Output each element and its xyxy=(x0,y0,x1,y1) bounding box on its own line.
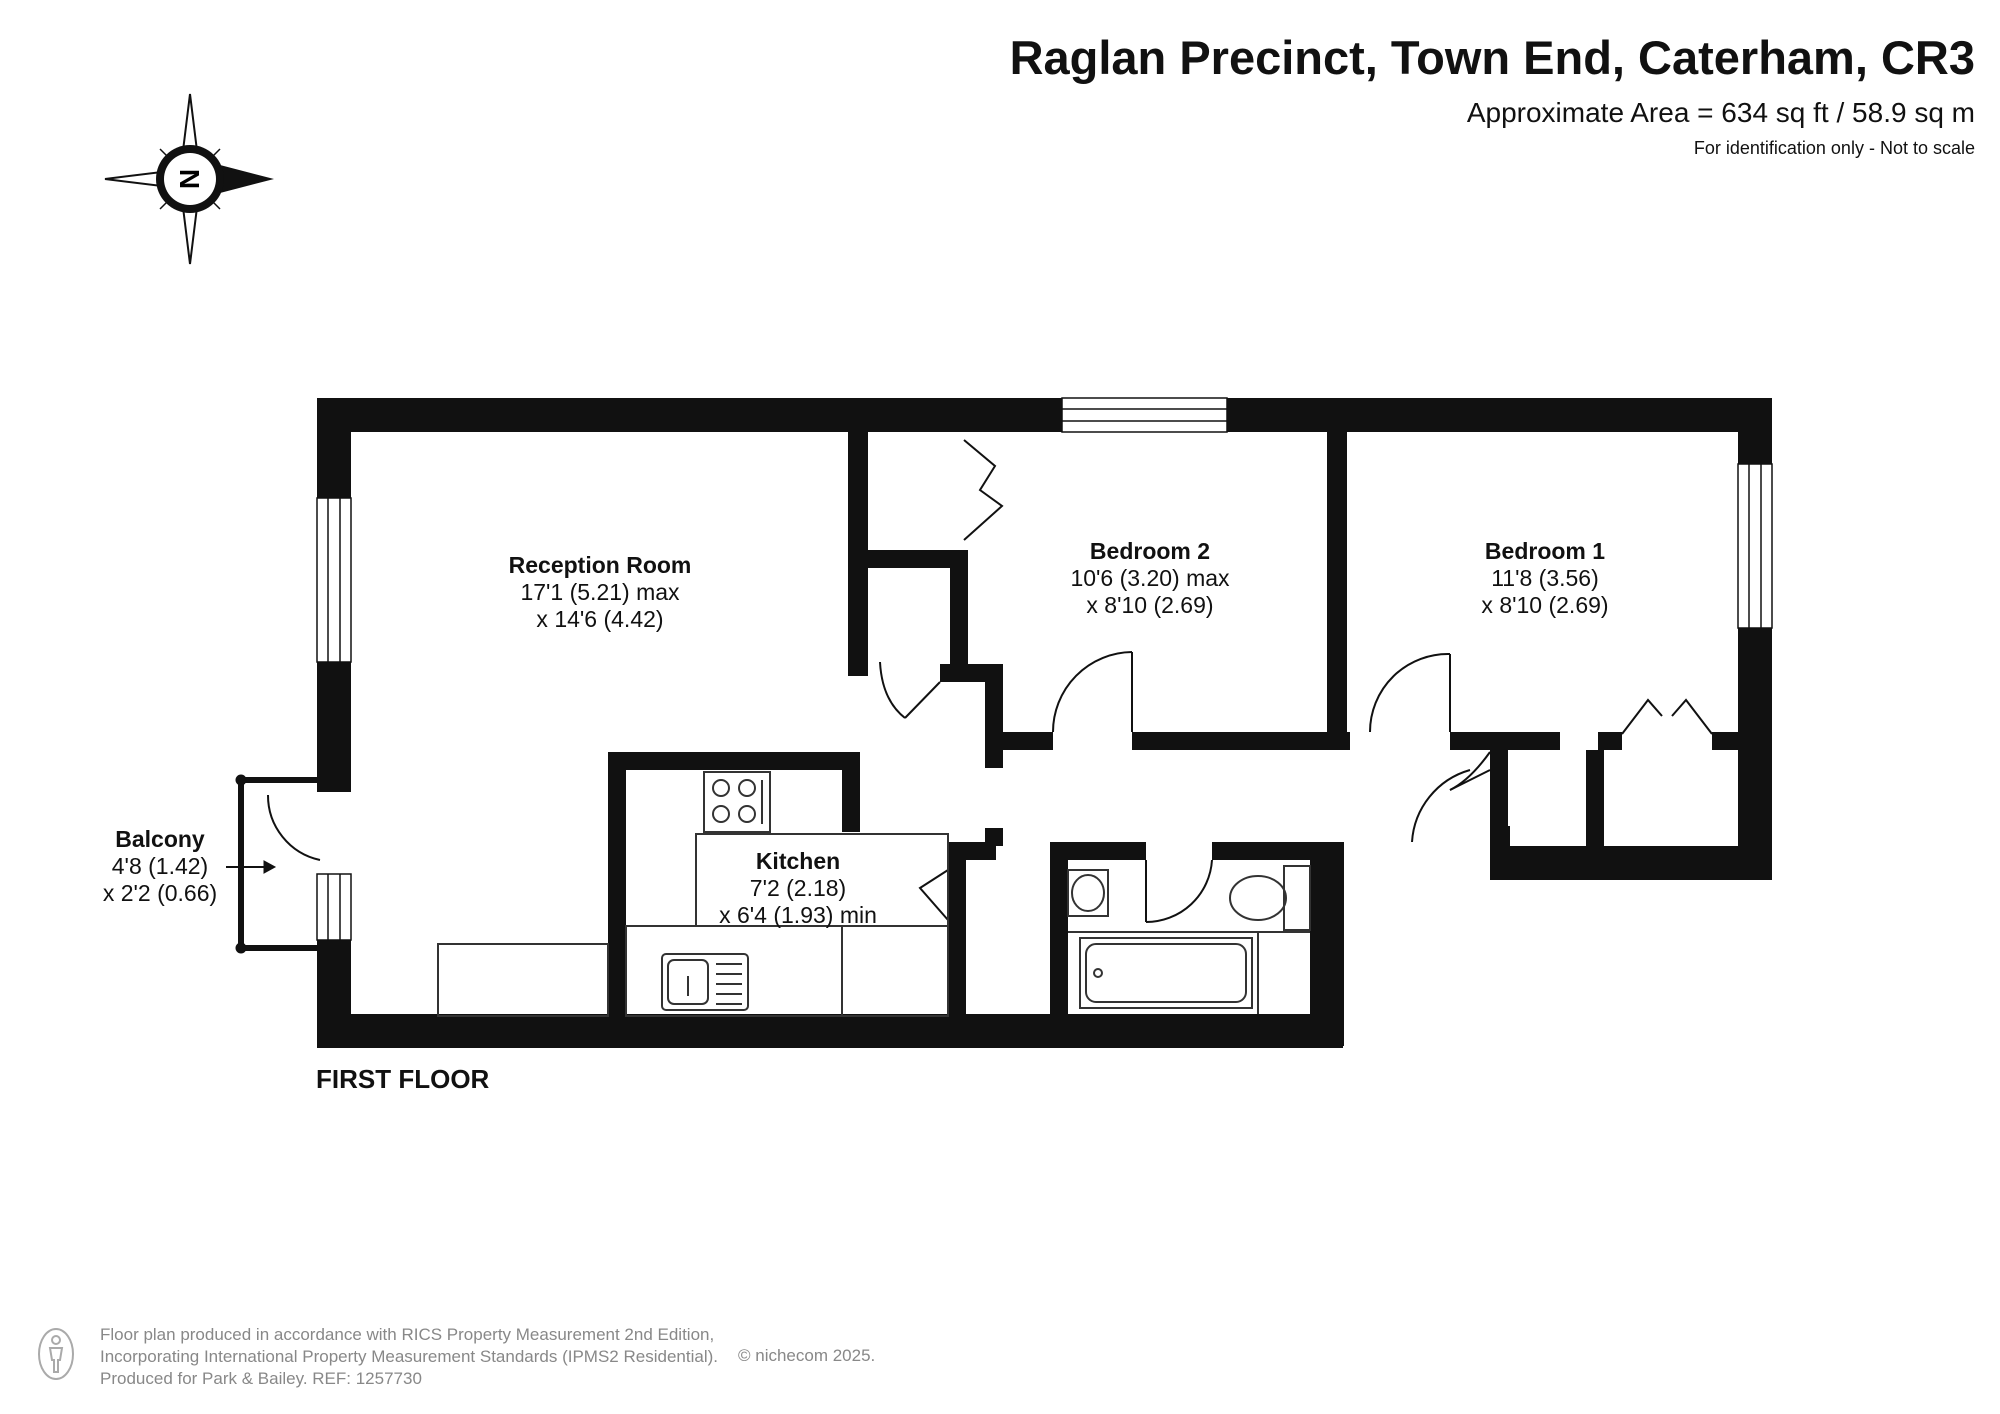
balcony-name: Balcony xyxy=(115,826,205,852)
property-title: Raglan Precinct, Town End, Caterham, CR3 xyxy=(1009,31,1975,84)
approximate-area: Approximate Area = 634 sq ft / 58.9 sq m xyxy=(1466,97,1975,128)
footer-line1: Floor plan produced in accordance with R… xyxy=(100,1325,715,1344)
compass-icon: N xyxy=(104,93,274,265)
room-label-bedroom2: Bedroom 2 10'6 (3.20) max x 8'10 (2.69) xyxy=(1070,538,1229,619)
person-icon xyxy=(38,1328,74,1380)
room-label-reception: Reception Room 17'1 (5.21) max x 14'6 (4… xyxy=(509,552,692,633)
windows xyxy=(316,397,1773,941)
bedroom1-name: Bedroom 1 xyxy=(1484,538,1606,564)
doors xyxy=(879,439,1713,924)
kitchen-name: Kitchen xyxy=(755,848,841,874)
kitchen-dim1: 7'2 (2.18) xyxy=(749,875,847,901)
balcony-dim1: 4'8 (1.42) xyxy=(111,853,209,879)
footer-line3: Produced for Park & Bailey. REF: 1257730 xyxy=(100,1369,422,1388)
bedroom2-dim1: 10'6 (3.20) max xyxy=(1070,565,1230,591)
bedroom1-dim1: 11'8 (3.56) xyxy=(1491,565,1599,591)
footer-text: Floor plan produced in accordance with R… xyxy=(100,1324,718,1390)
basin-icon xyxy=(1067,869,1109,917)
balcony-dim2: x 2'2 (0.66) xyxy=(102,880,218,906)
sink-icon xyxy=(661,953,749,1011)
bedroom2-dim2: x 8'10 (2.69) xyxy=(1086,592,1214,618)
bath-icon xyxy=(1079,937,1253,1009)
scale-note: For identification only - Not to scale xyxy=(1693,138,1975,158)
room-label-balcony: Balcony 4'8 (1.42) x 2'2 (0.66) xyxy=(103,826,217,907)
room-label-kitchen: Kitchen 7'2 (2.18) x 6'4 (1.93) min xyxy=(719,848,877,929)
kitchen-dim2: x 6'4 (1.93) min xyxy=(719,902,877,928)
copyright: © nichecom 2025. xyxy=(738,1346,876,1365)
balcony-outline xyxy=(226,774,321,954)
bathroom-fixtures xyxy=(1067,865,1311,1014)
compass-letter: N xyxy=(174,169,205,189)
room-label-bedroom1: Bedroom 1 11'8 (3.56) x 8'10 (2.69) xyxy=(1481,538,1608,619)
kitchen-fixtures xyxy=(437,771,949,1017)
bedroom2-name: Bedroom 2 xyxy=(1089,538,1211,564)
hob-icon xyxy=(703,771,771,833)
toilet-icon xyxy=(1229,865,1311,931)
reception-dim1: 17'1 (5.21) max xyxy=(520,579,680,605)
reception-dim2: x 14'6 (4.42) xyxy=(536,606,664,632)
walls xyxy=(317,398,1772,1048)
reception-name: Reception Room xyxy=(508,552,692,578)
bedroom1-dim2: x 8'10 (2.69) xyxy=(1481,592,1609,618)
footer-line2: Incorporating International Property Mea… xyxy=(100,1347,718,1366)
floor-label: FIRST FLOOR xyxy=(316,1064,490,1094)
